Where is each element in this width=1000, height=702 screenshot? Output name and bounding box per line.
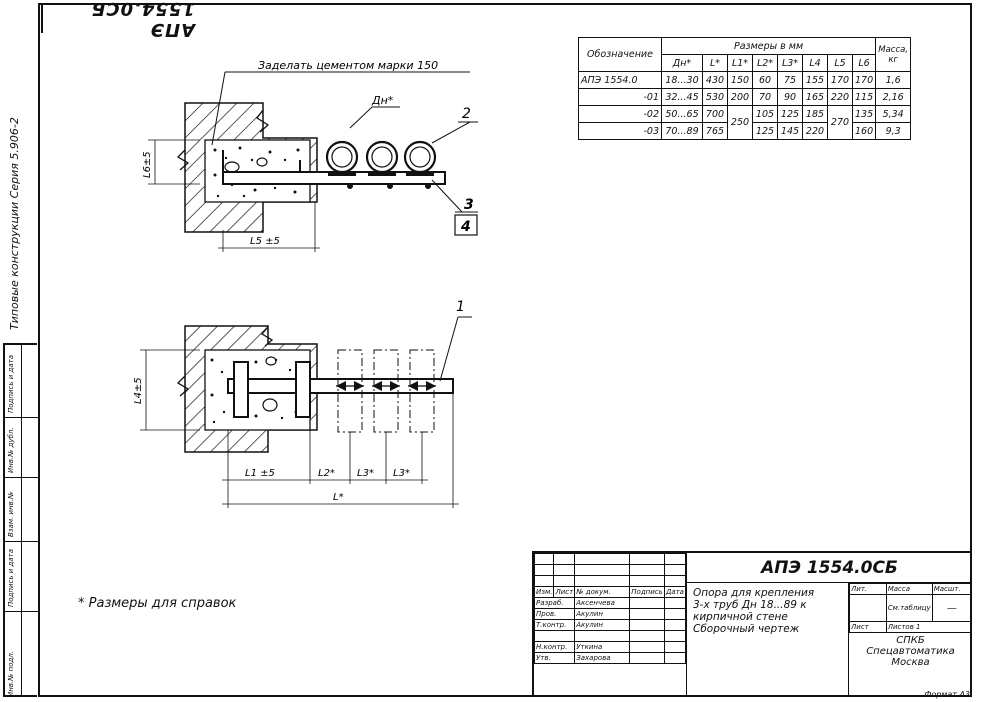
organization: СПКБ Спецавтоматика Москва	[866, 635, 955, 668]
title-description: Опора для крепления 3-х труб Дн 18...89 …	[686, 583, 848, 697]
signature-row: Т.контр.Акулин	[533, 619, 687, 631]
footnote: * Размеры для справок	[78, 596, 237, 611]
title-block: Изм. Лист № докум. Подпись Дата Разраб.А…	[532, 551, 973, 699]
table-row: -03 70...89 765 125 145 220 160 9,3	[578, 122, 912, 140]
sidebar-stamp: Инв.№ подл. Подпись и дата Взам. инв.№ И…	[3, 343, 39, 697]
size-group-header: Размеры в мм	[660, 37, 877, 55]
title-info: Лит. Масса Масшт. См.таблицу — Лист Лист…	[848, 583, 973, 699]
dim-l: L*	[333, 492, 344, 503]
signature-row: Пров.Акулин	[533, 608, 687, 620]
dim-l2: L2*	[318, 468, 335, 479]
signature-row: Н.контр.Уткина	[533, 641, 687, 653]
dim-l3a: L3*	[357, 468, 374, 479]
callout-2: 2	[462, 106, 471, 122]
dim-l6: L6±5	[142, 151, 153, 178]
section-view-bottom: 1 L4±5 L1 ±5 L2* L3* L3* L*	[133, 299, 472, 508]
col-header: L*	[702, 54, 728, 72]
col-header: L6	[851, 54, 877, 72]
col-designation: Обозначение	[578, 37, 662, 72]
signature-row: Разраб.Аксенчева	[533, 597, 687, 609]
dn-label: Дн*	[371, 94, 394, 107]
drawing-frame	[38, 3, 972, 697]
col-header: L5	[827, 54, 853, 72]
col-header: L4	[802, 54, 828, 72]
title-code: АПЭ 1554.0СБ	[686, 553, 972, 583]
dim-l5: L5 ±5	[250, 236, 280, 247]
table-row: -01 32...45 530 200 70 90 165 220 115 2,…	[578, 88, 912, 106]
spec-table-wrap: Обозначение Размеры в мм Масса, кг Дн* L…	[578, 37, 912, 140]
col-header: L3*	[777, 54, 803, 72]
cement-note: Заделать цементом марки 150	[258, 59, 438, 72]
callout-4: 4	[460, 219, 471, 235]
col-mass: Масса, кг	[875, 37, 912, 72]
col-header: Дн*	[661, 54, 703, 72]
col-header: L2*	[752, 54, 778, 72]
signature-row: Утв.Захарова	[533, 652, 687, 664]
table-row: -02 50...65 700 250 105 125 185 270 135 …	[578, 105, 912, 140]
signature-row	[533, 630, 687, 642]
col-header: L1*	[727, 54, 753, 72]
dim-l1: L1 ±5	[245, 468, 275, 479]
table-row: АПЭ 1554.0 18...30 430 150 60 75 155 170…	[578, 71, 912, 89]
spec-table: Обозначение Размеры в мм Масса, кг Дн* L…	[578, 37, 912, 140]
dim-l4: L4±5	[133, 377, 144, 404]
callout-1: 1	[456, 299, 465, 315]
callout-3: 3	[464, 197, 474, 213]
format-label: Формат А3	[924, 690, 970, 699]
section-view-top: Заделать цементом марки 150 Дн* 2 3 4 L6…	[142, 59, 478, 252]
dim-l3b: L3*	[393, 468, 410, 479]
